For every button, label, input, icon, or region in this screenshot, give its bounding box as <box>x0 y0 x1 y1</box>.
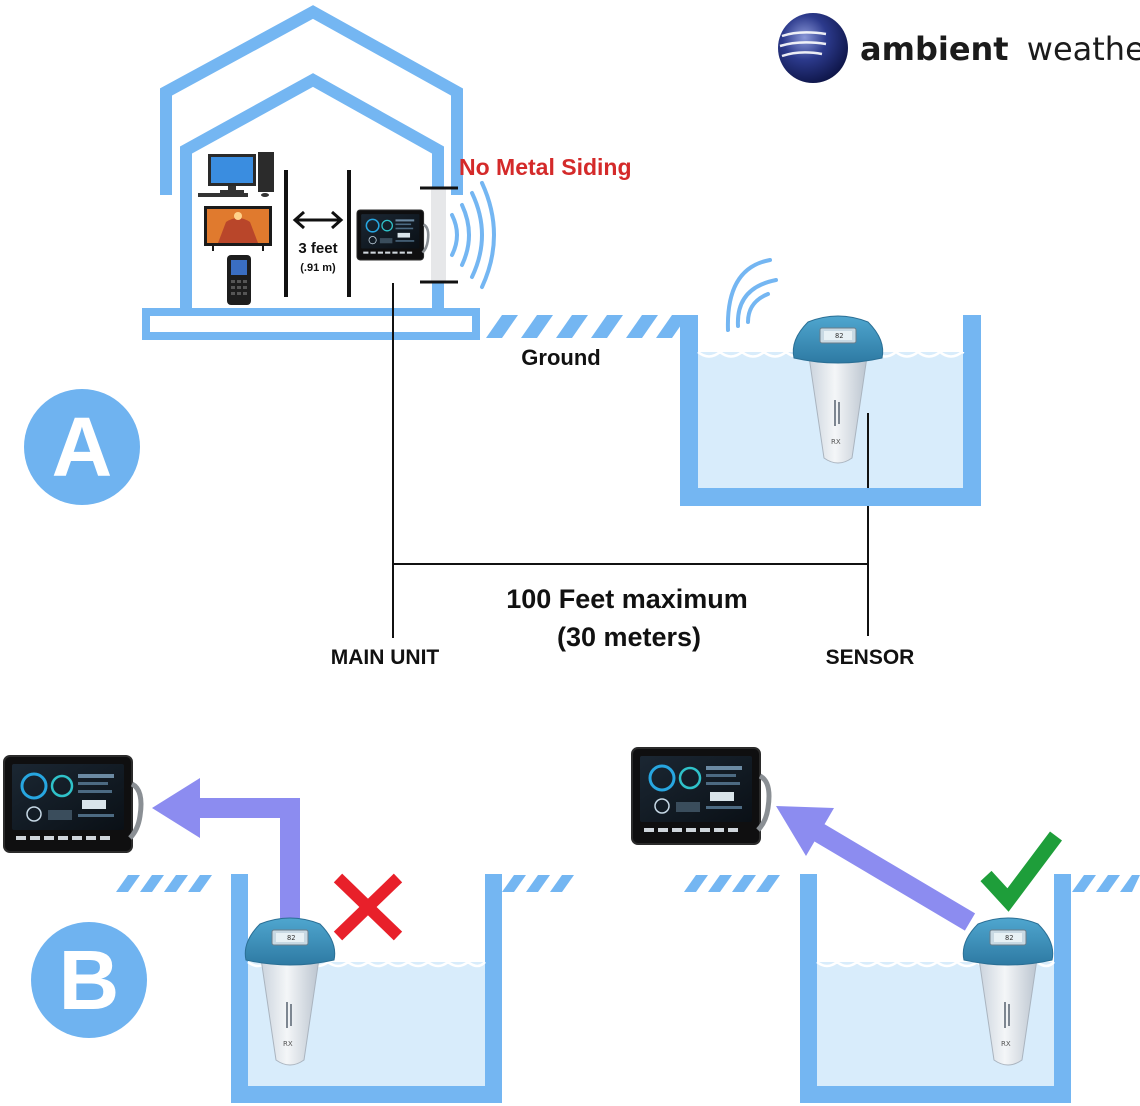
main-unit-console-b-right <box>632 748 769 844</box>
main-unit-label: MAIN UNIT <box>331 646 440 669</box>
brand-logo: ambient weather <box>778 13 1140 83</box>
globe-stripes-icon <box>779 31 827 58</box>
clear-signal-arrowhead <box>776 806 834 856</box>
svg-text:ambient weather: ambient weather <box>860 30 1140 68</box>
range-measurement-lines <box>392 283 869 638</box>
phone-icon <box>227 255 251 305</box>
green-check-icon <box>980 831 1062 912</box>
ground-hatching-b-left <box>116 875 574 892</box>
house-floor <box>142 308 480 340</box>
blocked-signal-arrowhead <box>152 778 200 838</box>
range-label-meters: (30 meters) <box>557 622 701 652</box>
ground-hatching <box>486 315 688 338</box>
globe-logo-icon <box>778 13 848 83</box>
section-a: 3 feet (.91 m) No Metal Siding Ground <box>24 5 981 669</box>
brand-name-bold: ambient <box>860 30 1009 68</box>
badge-b-letter: B <box>59 933 120 1027</box>
badge-a-letter: A <box>52 400 113 494</box>
signal-waves-icon <box>450 181 496 289</box>
exterior-wall-band <box>431 188 446 282</box>
warning-label: No Metal Siding <box>459 154 632 180</box>
house-outline <box>160 5 463 312</box>
ground-label: Ground <box>521 345 600 370</box>
blocked-signal-arrow <box>198 798 300 920</box>
television-icon <box>204 206 272 251</box>
badge-b: B <box>31 922 147 1038</box>
clear-signal-arrow <box>802 817 976 931</box>
distance-indoor-primary: 3 feet <box>298 240 337 257</box>
main-unit-console-b-left <box>4 756 141 852</box>
double-arrow-icon <box>292 210 344 230</box>
ground-hatching-b-right <box>684 875 1140 892</box>
range-label-feet: 100 Feet maximum <box>506 584 748 614</box>
distance-indoor-secondary: (.91 m) <box>300 262 336 274</box>
red-x-icon <box>333 873 403 941</box>
brand-name-light: weather <box>1027 30 1140 68</box>
sensor-label: SENSOR <box>826 646 915 669</box>
computer-icon <box>198 152 274 197</box>
section-b: B <box>4 748 1140 1105</box>
main-unit-console-small <box>355 208 430 262</box>
sensor-signal-waves-icon <box>725 258 778 332</box>
badge-a: A <box>24 389 140 505</box>
